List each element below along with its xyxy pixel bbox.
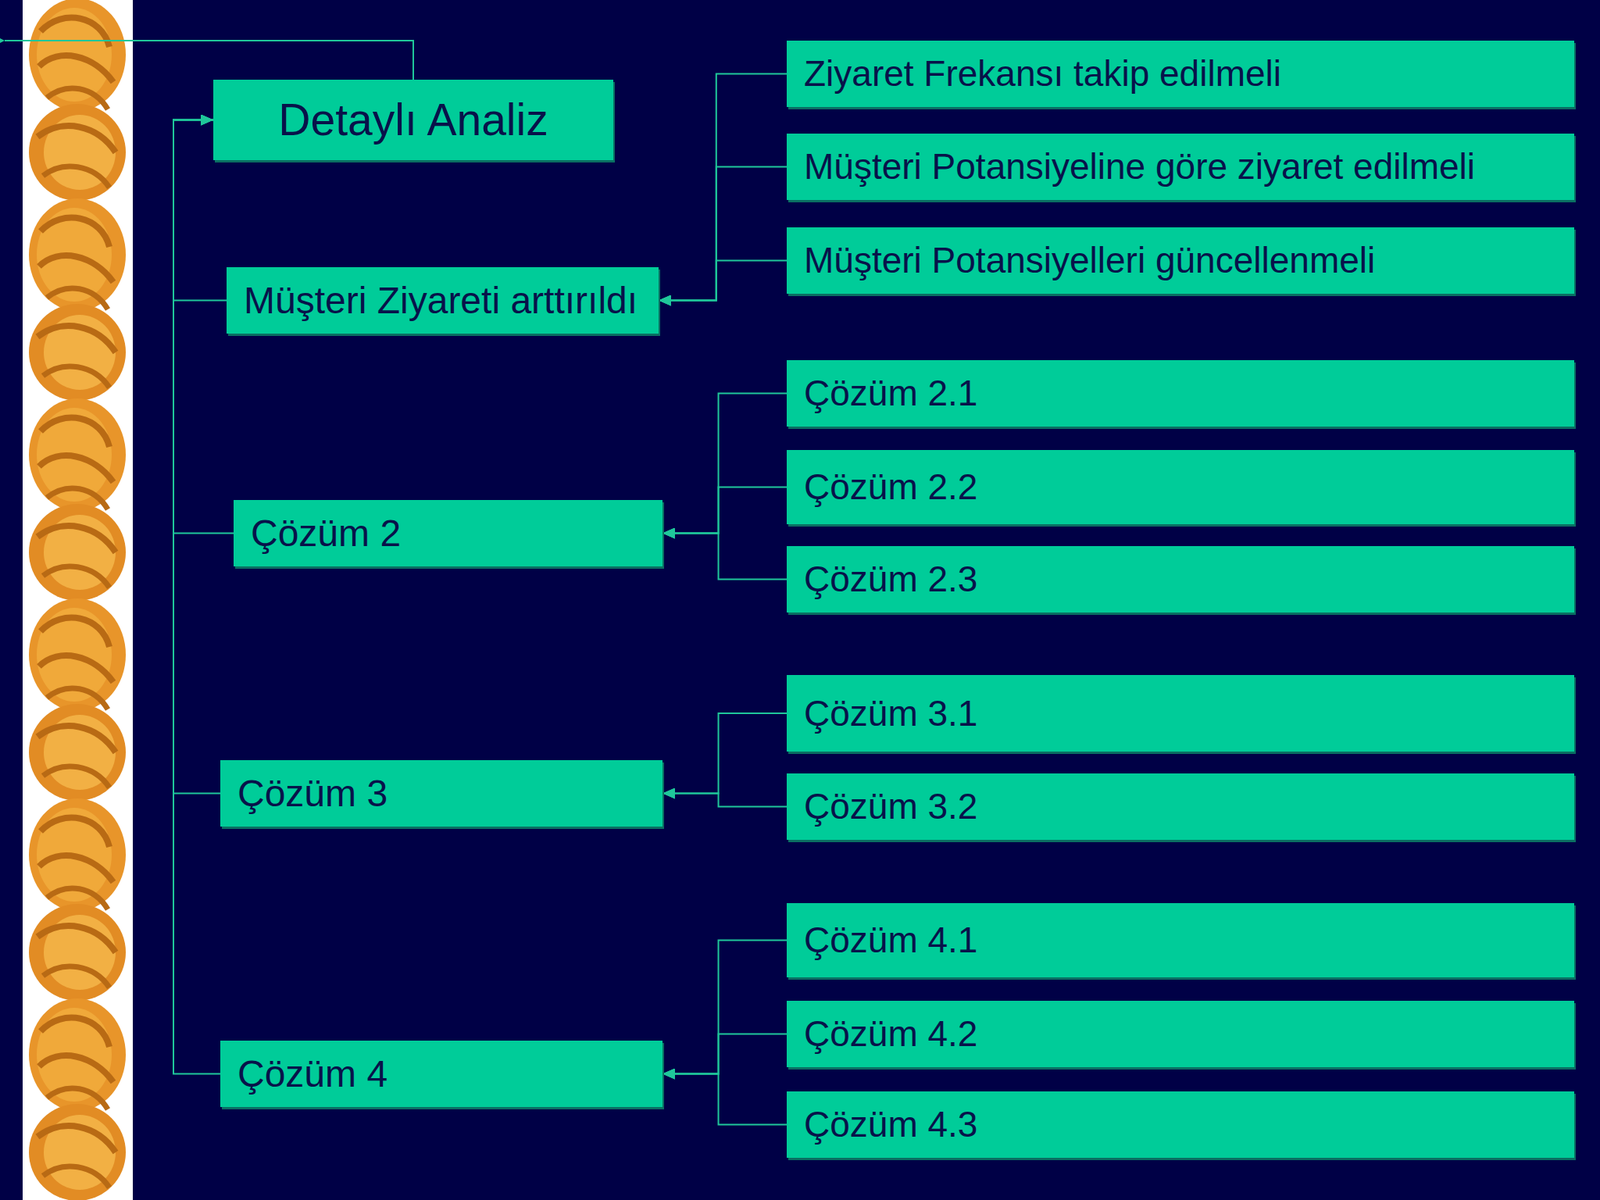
process-box: Çözüm 4.1 <box>786 903 1575 978</box>
connector <box>658 167 787 301</box>
process-box: Çözüm 2.3 <box>786 546 1575 613</box>
process-box: Çözüm 3.1 <box>786 675 1575 752</box>
connector <box>662 533 787 580</box>
box-label: Müşteri Potansiyeline göre ziyaret edilm… <box>803 146 1475 188</box>
box-label: Çözüm 4.1 <box>803 919 978 961</box>
root-box: Detaylı Analiz <box>213 79 614 161</box>
box-label: Detaylı Analiz <box>278 94 548 147</box>
process-box: Çözüm 2.1 <box>786 360 1575 427</box>
connector <box>658 260 787 301</box>
rope-knots <box>28 0 126 1200</box>
box-label: Çözüm 2.2 <box>803 466 978 508</box>
process-box: Çözüm 3 <box>220 760 663 827</box>
box-label: Çözüm 3 <box>237 771 388 815</box>
box-label: Ziyaret Frekansı takip edilmeli <box>803 53 1282 95</box>
box-label: Müşteri Potansiyelleri güncellenmeli <box>803 239 1375 282</box>
connector <box>662 393 787 534</box>
box-label: Çözüm 4 <box>237 1052 388 1096</box>
box-label: Çözüm 2.1 <box>803 372 978 415</box>
connector <box>662 793 787 808</box>
process-box: Çözüm 4.2 <box>786 1000 1575 1068</box>
connector <box>662 487 787 534</box>
box-label: Çözüm 4.3 <box>803 1103 978 1146</box>
box-label: Çözüm 2 <box>250 511 401 555</box>
process-box: Çözüm 2.2 <box>786 450 1575 525</box>
connector <box>173 120 221 1075</box>
connector <box>173 120 234 534</box>
connector <box>662 1034 787 1075</box>
box-label: Çözüm 3.2 <box>803 785 978 828</box>
process-box: Çözüm 2 <box>233 500 663 567</box>
process-box: Çözüm 3.2 <box>786 773 1575 840</box>
process-box: Çözüm 4.3 <box>786 1091 1575 1158</box>
box-label: Çözüm 4.2 <box>803 1013 978 1055</box>
process-box: Ziyaret Frekansı takip edilmeli <box>786 40 1575 108</box>
connector <box>173 120 221 794</box>
box-label: Çözüm 2.3 <box>803 558 978 600</box>
connector <box>662 1074 787 1125</box>
connector <box>662 940 787 1075</box>
box-label: Çözüm 3.1 <box>803 692 978 735</box>
process-box: Çözüm 4 <box>220 1040 663 1108</box>
box-label: Müşteri Ziyareti arttırıldı <box>243 278 638 322</box>
connector <box>658 74 787 301</box>
process-box: Müşteri Ziyareti arttırıldı <box>226 267 659 334</box>
process-box: Müşteri Potansiyelleri güncellenmeli <box>786 227 1575 294</box>
connector <box>662 713 787 794</box>
return-arrow <box>4 40 414 80</box>
process-box: Müşteri Potansiyeline göre ziyaret edilm… <box>786 133 1575 200</box>
